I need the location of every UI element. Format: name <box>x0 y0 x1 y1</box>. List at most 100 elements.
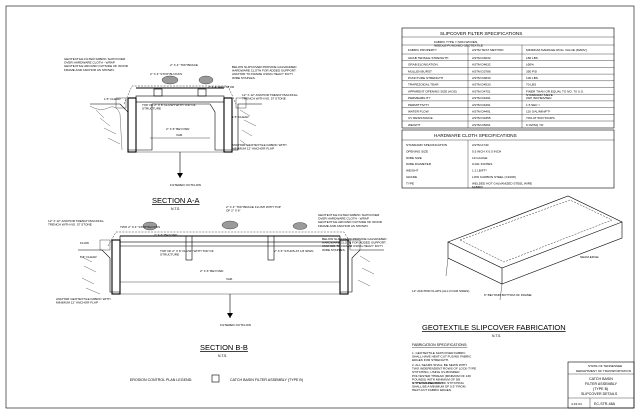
hardware-value-cell: ASTM A740 <box>472 143 489 147</box>
hardware-property-cell: WIRE DIAMETER <box>406 162 432 166</box>
hardware-property-cell: GRADE <box>406 175 417 179</box>
aa-clear-r-label: 1.5" CLEAR <box>232 115 249 119</box>
spec-property-cell: PERMITTIVITY <box>408 103 429 107</box>
hardware-property-cell: OPENING SIZE <box>406 149 428 153</box>
title-number: EC-STR-48A <box>594 402 616 406</box>
spec-property-cell: PUNCTURE STRENGTH <box>408 76 443 80</box>
hardware-property-cell: TYPE <box>406 181 414 185</box>
title-agency-1: STATE OF TENNESSEE <box>588 364 622 368</box>
spec-value-cell: 1.5 SEC⁻¹ <box>526 103 540 107</box>
hardware-value-cell: LOW CARBON STEEL (C1008) <box>472 175 516 179</box>
title-line-4: SLIPCOVER DETAILS <box>581 392 618 396</box>
spec-value-cell: 70% AT 500 HOURS <box>526 116 555 120</box>
legend-item: CATCH BASIN FILTER ASSEMBLY (TYPE B) <box>230 378 303 382</box>
title-line-3: (TYPE B) <box>593 387 608 391</box>
spec-method-cell: ASTM D4355 <box>472 116 491 120</box>
spec-property-cell: GRAB TENSILE STRENGTH <box>408 56 448 60</box>
fabrication-scale: N.T.S. <box>492 334 501 338</box>
bb-clear-label: 1.5" CLEAR <box>80 255 97 259</box>
aa-top-brace-label: 2" X 4" TOP BRACE <box>170 63 198 67</box>
spec-method-cell: ASTM D4491 <box>472 110 491 114</box>
spec-value-cell: 6 OZ/SQ YD <box>526 123 544 127</box>
sheet-border <box>5 5 635 409</box>
spec-value-cell: 110 GAL/MIN/FT² <box>526 110 550 114</box>
notes-title: FABRICATION SPECIFICATIONS: <box>412 343 467 347</box>
aa-var-label: VAR. <box>176 133 183 137</box>
spec-property-cell: GRAB ELONGATION <box>408 63 438 67</box>
aa-clear-l-label: 1.5" CLEAR <box>104 97 121 101</box>
spec-table <box>401 27 615 129</box>
spec-method-cell: ASTM D4751 <box>472 89 491 93</box>
title-line-2: FILTER ASSEMBLY <box>585 382 618 386</box>
aa-filtered-label: FILTERED OUTFLOW <box>170 183 201 187</box>
spec-method-cell: ASTM D4632 <box>472 56 491 60</box>
spec-method-cell: ASTM D4533 <box>472 83 491 87</box>
fabrication-seam-label: SEAM-EDGE <box>580 255 599 259</box>
spec-method-cell: ASTM D4632 <box>472 63 491 67</box>
title-block <box>567 361 635 409</box>
spec-property-cell: MULLEN BURST <box>408 69 432 73</box>
section-aa-drawing: VAR. <box>89 75 262 178</box>
spec-value-cell: FINER THAN OR EQUAL TO NO. 70 U.S.STANDA… <box>526 89 584 97</box>
spec-property-cell: UV RESISTANCE <box>408 116 433 120</box>
fabrication-beyond-label: 6" BEYOND BOTTOM OF FRAME <box>484 293 532 297</box>
bb-filtered-label: FILTERED OUTFLOW <box>220 323 251 327</box>
hardware-property-cell: WEIGHT <box>406 169 418 173</box>
legend-label: EROSION CONTROL PLAN LEGEND: <box>130 378 192 382</box>
hardware-table <box>401 129 615 189</box>
fabrication-title: GEOTEXTILE SLIPCOVER FABRICATION <box>422 323 566 332</box>
spec-property-cell: TRAPEZOIDAL TEAR <box>408 83 439 87</box>
hardware-value-cell: 19 GAUGE <box>472 156 487 160</box>
spec-table-title: SLIPCOVER FILTER SPECIFICATIONS <box>440 31 522 36</box>
spec-table-rows: GRAB TENSILE STRENGTH ASTM D4632 180 LBS GR… <box>408 56 584 127</box>
spec-method-cell: ASTM D3786 <box>472 69 491 73</box>
section-bb-title: SECTION B-B <box>200 343 248 352</box>
bb-flow-label: FLOW <box>80 241 89 245</box>
spec-value-cell: 350 PSI <box>526 69 537 73</box>
spec-value-cell: ≥50% <box>526 63 534 67</box>
hardware-table-title: HARDWARE CLOTH SPECIFICATIONS <box>434 133 517 138</box>
spec-property-cell: WEIGHT <box>408 123 420 127</box>
spec-value-cell: 100 LBS <box>526 76 538 80</box>
bb-beyond-top-label: 2" X 6" BEYOND <box>154 233 178 237</box>
hardware-value-cell: 1.2 LB/FT² <box>472 169 487 173</box>
bb-var-label: VAR. <box>226 277 233 281</box>
spec-header-property: FABRIC PROPERTY <box>408 48 437 52</box>
aa-blocks-label: 2" X 4" STOP BLOCKS <box>150 72 182 76</box>
spec-method-cell: ASTM D4491 <box>472 96 491 100</box>
section-aa-title: SECTION A-A <box>152 196 200 205</box>
spec-header-marv: MINIMUM AVERAGE ROLL VALUE (MARV) <box>526 48 587 52</box>
spec-property-cell: WATER FLOW <box>408 110 429 114</box>
title-line-1: CATCH BASIN <box>589 377 613 381</box>
aa-beyond-label: 2" X 6" BEYOND <box>166 127 190 131</box>
hardware-value-cell: 0.5 INCH X 0.5 INCH <box>472 149 501 153</box>
spec-value-cell: 180 LBS <box>526 56 538 60</box>
fabrication-flaps-label: 12" ANCHOR FLAPS (ALL FOUR SIDES) <box>412 289 469 293</box>
title-date: 4-15-04 <box>571 402 582 406</box>
spec-method-cell: ASTM D4833 <box>472 76 491 80</box>
spec-header-method: ASTM TEST METHOD <box>472 48 504 52</box>
spec-method-cell: ASTM D4491 <box>472 103 491 107</box>
spec-method-cell: ASTM D5261 <box>472 123 491 127</box>
hardware-property-cell: WIRE SIZE <box>406 156 422 160</box>
section-bb-drawing: VAR. <box>78 220 384 318</box>
bb-beyond-label: 2" X 6" BEYOND <box>200 269 224 273</box>
aa-stud-label: 2" X 4" RED-STUD <box>208 85 235 89</box>
title-agency-2: DEPARTMENT OF TRANSPORTATION <box>576 369 631 373</box>
